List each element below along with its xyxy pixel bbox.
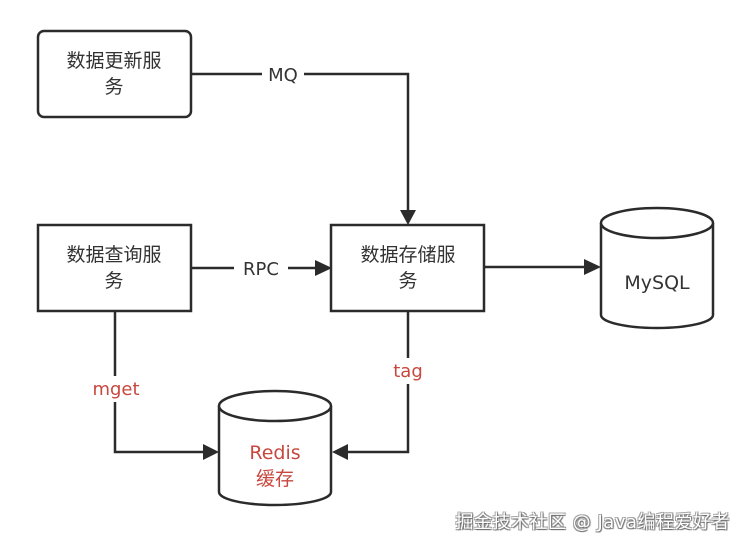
edge-label-mget: mget <box>92 379 139 400</box>
node-label: 务 <box>104 76 123 98</box>
edge-label-bg <box>388 358 428 384</box>
node-storage-service[interactable]: 数据存储服 务 <box>329 223 486 313</box>
node-mysql-database[interactable]: MySQL <box>599 206 715 330</box>
arrowhead-mysql <box>584 259 601 275</box>
arrowhead-rpc <box>315 260 332 276</box>
node-label: Redis <box>249 442 300 464</box>
node-label: 数据查询服 <box>66 244 161 266</box>
edge-label-bg <box>234 256 288 280</box>
edge-label-bg <box>262 62 304 86</box>
arrowhead-mget <box>203 444 219 460</box>
node-redis-cache[interactable]: Redis 缓存 <box>217 389 333 507</box>
edge-mq <box>191 72 410 212</box>
node-label: 务 <box>398 270 417 292</box>
node-label: 务 <box>104 270 123 292</box>
watermark: 掘金技术社区 @ Java编程爱好者 <box>455 512 730 533</box>
node-label: 数据存储服 <box>360 244 455 266</box>
arrowhead-tag <box>332 444 348 460</box>
edge-label-bg <box>90 376 142 402</box>
node-label: MySQL <box>624 272 690 294</box>
edge-mget <box>113 312 206 454</box>
node-query-service[interactable]: 数据查询服 务 <box>36 223 193 313</box>
edge-label-tag: tag <box>393 361 423 382</box>
edge-label-mq: MQ <box>268 65 298 86</box>
edge-label-rpc: RPC <box>243 259 279 280</box>
arrowhead-mq <box>400 210 416 225</box>
node-label: 数据更新服 <box>66 50 161 72</box>
node-update-service[interactable]: 数据更新服 务 <box>36 29 193 119</box>
node-label: 缓存 <box>256 468 294 490</box>
